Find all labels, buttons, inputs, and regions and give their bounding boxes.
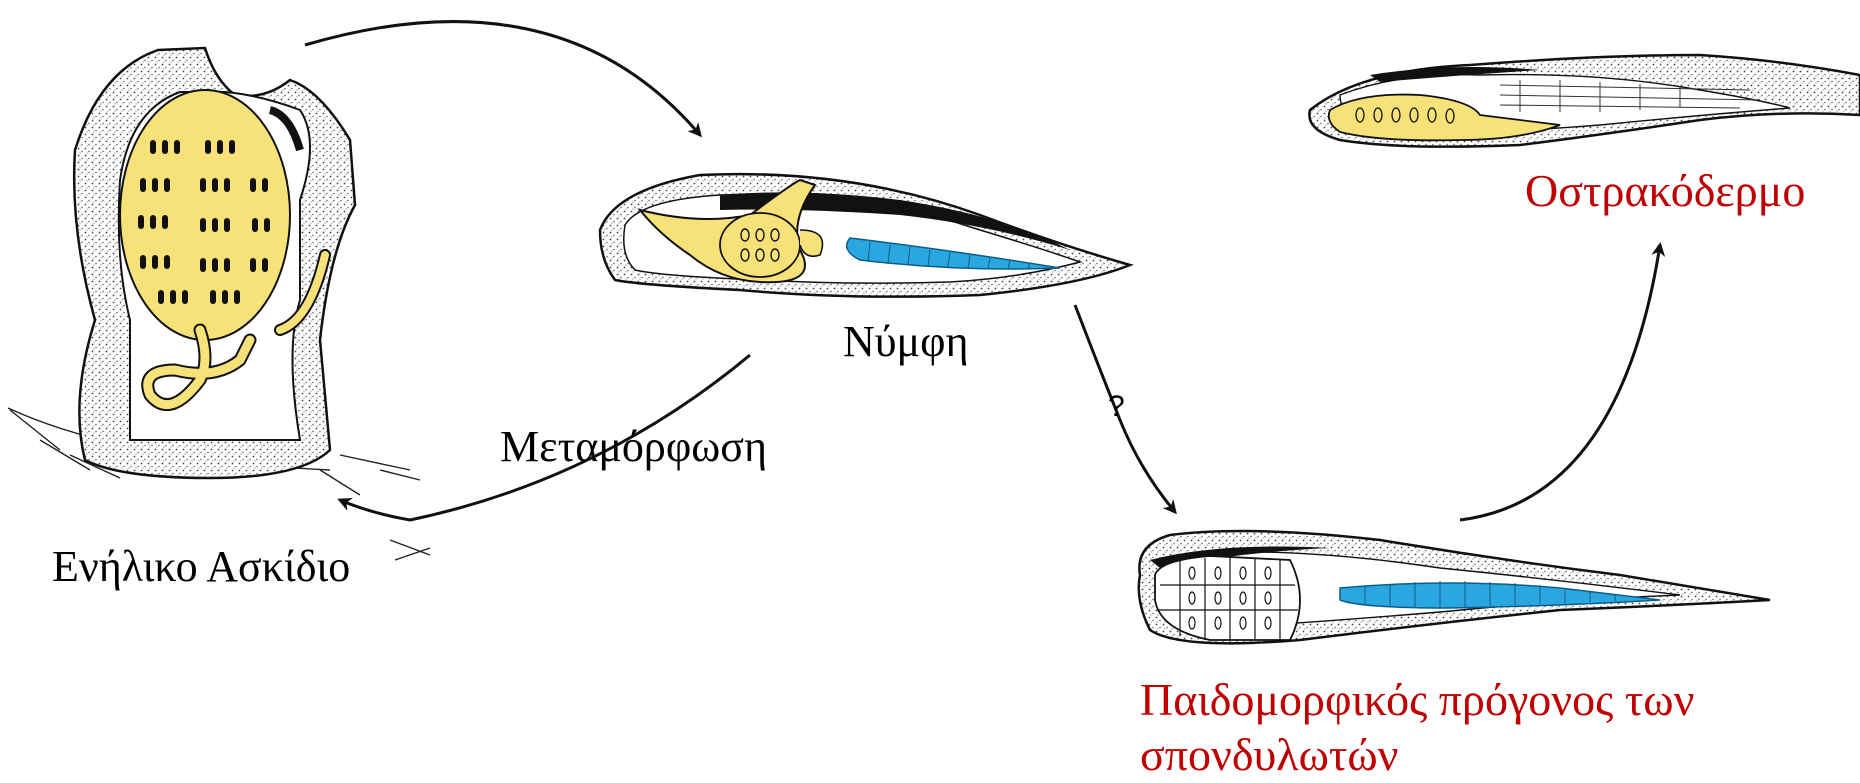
label-adult-ascidian: Ενήλικο Ασκίδιο (52, 545, 350, 589)
label-question-mark: ? (1108, 392, 1125, 422)
larva-gill-basket (720, 213, 800, 277)
label-larva: Νύμφη (843, 320, 969, 364)
larva-illustration (600, 174, 1130, 297)
ostracoderm-illustration (1309, 55, 1860, 147)
label-metamorphosis: Μεταμόρφωση (500, 425, 767, 469)
arrow-adult-to-larva (305, 22, 700, 135)
arrow-larva-to-ancestor (1075, 305, 1175, 512)
label-ancestor-line1: Παιδομορφικός πρόγονος των (1140, 677, 1694, 723)
label-ancestor-line2: σπονδυλωτών (1140, 732, 1398, 778)
adult-ascidian-illustration (8, 48, 430, 560)
arrow-ancestor-to-ostracoderm (1460, 245, 1660, 520)
ancestor-gill-basket (1155, 556, 1300, 640)
pharynx (120, 90, 290, 340)
label-ostracoderm: Οστρακόδερμο (1525, 168, 1805, 214)
ancestor-illustration (1139, 531, 1770, 643)
